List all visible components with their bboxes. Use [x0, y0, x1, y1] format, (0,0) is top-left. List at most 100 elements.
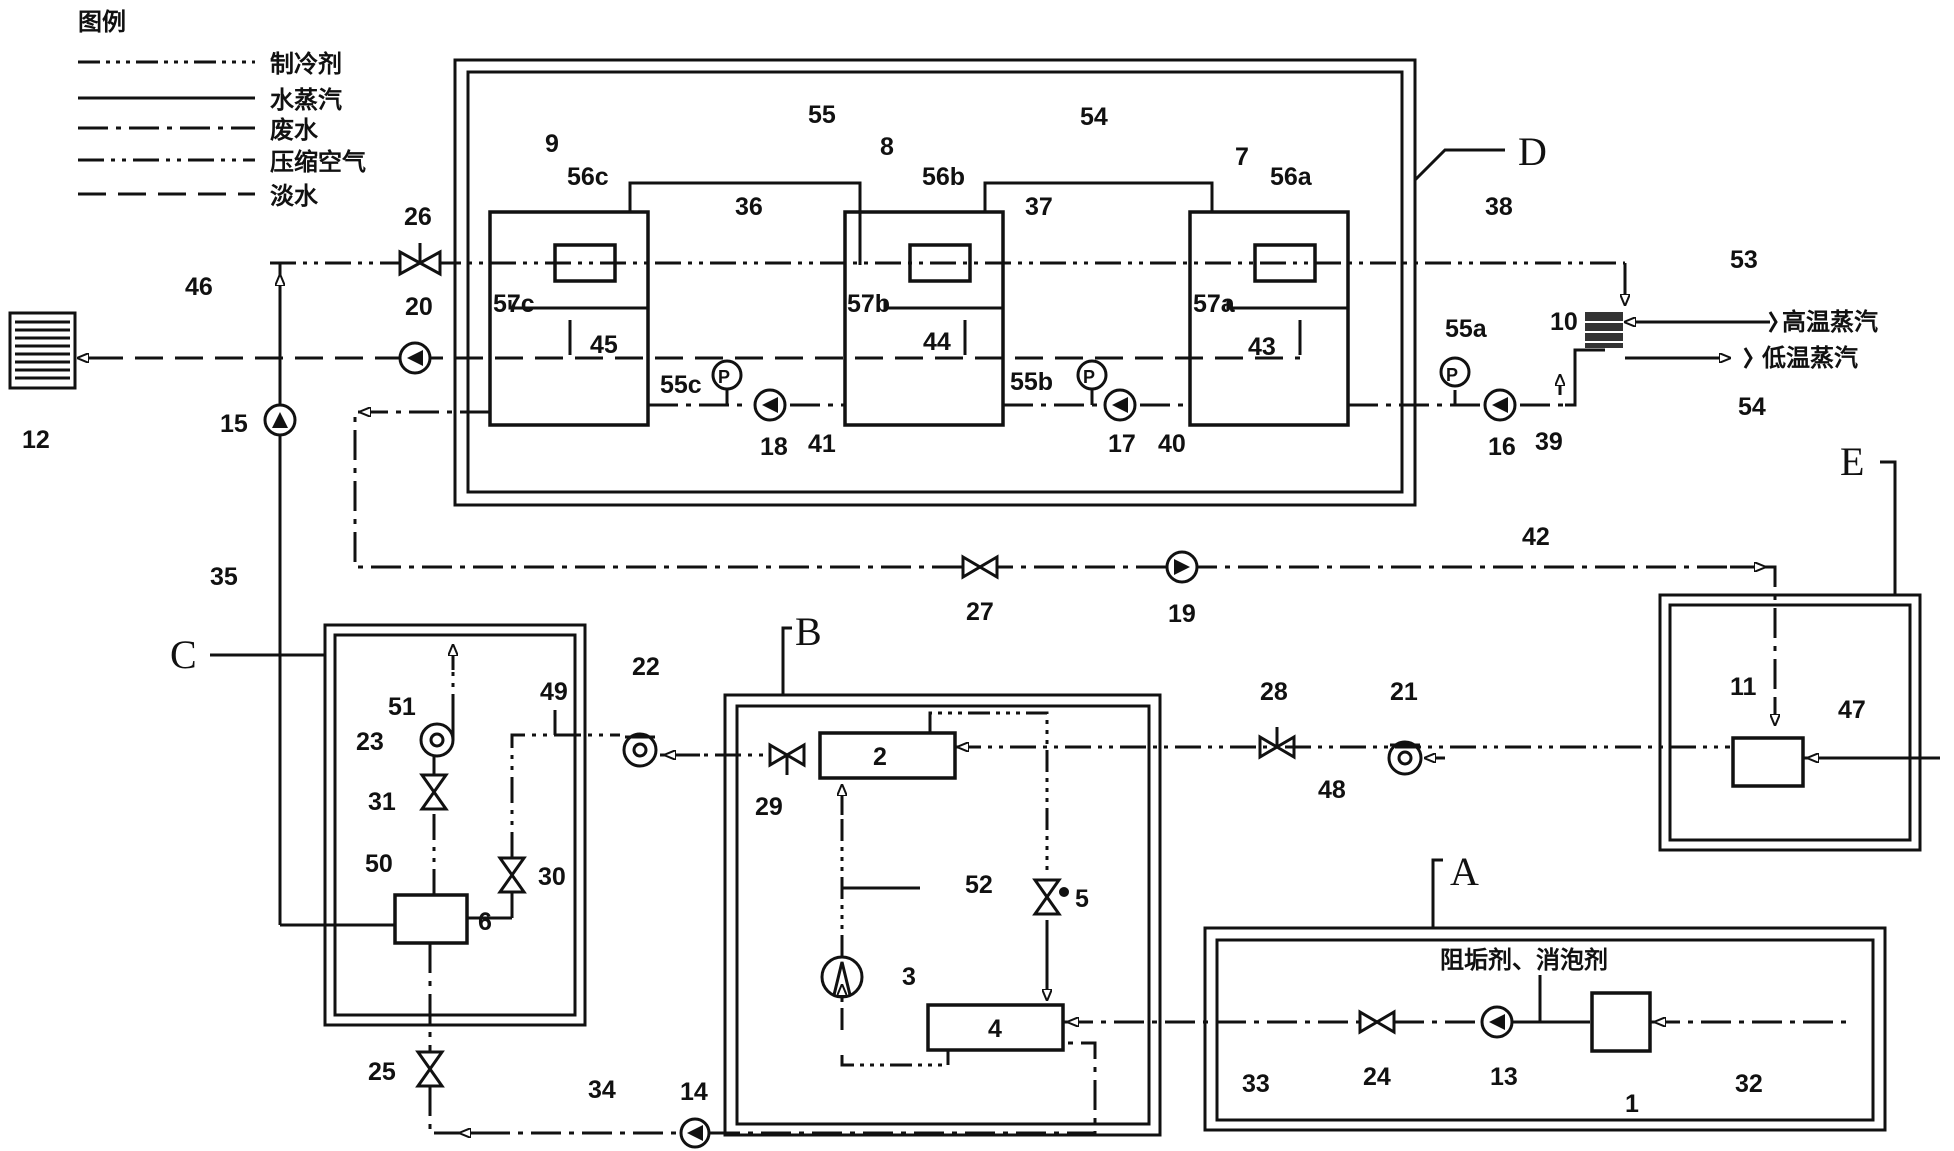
legend-label-compressed-air: 压缩空气	[270, 148, 366, 176]
valve-30[interactable]	[497, 856, 527, 894]
label-56a: 56a	[1270, 163, 1313, 191]
legend-label-refrigerant: 制冷剂	[270, 50, 342, 78]
label-9: 9	[545, 130, 559, 158]
label-33: 33	[1242, 1070, 1270, 1098]
label-42: 42	[1522, 523, 1550, 551]
label-45: 45	[590, 331, 618, 359]
pipe-refrigerant-bottom	[840, 1050, 950, 1067]
pump-15[interactable]	[263, 403, 297, 437]
valve-31[interactable]	[419, 773, 449, 811]
label-17: 17	[1108, 430, 1136, 458]
section-a-label: A	[1450, 849, 1479, 894]
gauge-55c: P	[711, 359, 743, 405]
pump-13[interactable]	[1480, 1005, 1514, 1039]
pump-17[interactable]	[1103, 388, 1137, 422]
label-28: 28	[1260, 678, 1288, 706]
pipe-55-top	[628, 181, 862, 265]
label-7: 7	[1235, 143, 1249, 171]
pump-19[interactable]	[1165, 550, 1199, 584]
tank-7	[1188, 210, 1350, 427]
pipe-49	[510, 708, 557, 858]
valve-27[interactable]	[961, 554, 999, 580]
label-57a: 57a	[1193, 290, 1236, 318]
section-b-frame: B	[723, 609, 1162, 1137]
label-47: 47	[1838, 696, 1866, 724]
label-20: 20	[405, 293, 433, 321]
section-a-frame: A	[1203, 849, 1887, 1132]
section-d-label: D	[1518, 129, 1547, 174]
unit-11	[1731, 736, 1805, 788]
label-56c: 56c	[567, 163, 609, 191]
pump-18[interactable]	[753, 388, 787, 422]
valve-24[interactable]	[1358, 1009, 1396, 1035]
pump-16[interactable]	[1483, 388, 1517, 422]
blower-21[interactable]	[1387, 740, 1423, 776]
tank-12-stripes	[15, 320, 70, 380]
svg-text:P: P	[1446, 365, 1458, 385]
label-25: 25	[368, 1058, 396, 1086]
label-50: 50	[365, 850, 393, 878]
valve-5[interactable]	[1032, 878, 1069, 916]
legend-title: 图例	[78, 8, 126, 36]
label-48: 48	[1318, 776, 1346, 804]
valve-25[interactable]	[415, 1050, 445, 1088]
label-54-right: 54	[1738, 393, 1766, 421]
label-13: 13	[1490, 1063, 1518, 1091]
label-54-top: 54	[1080, 103, 1108, 131]
valve-29[interactable]	[768, 742, 806, 775]
label-57c: 57c	[493, 290, 535, 318]
section-c-frame: C	[170, 623, 587, 1027]
svg-text:P: P	[718, 367, 730, 387]
pipe-34	[428, 1086, 460, 1135]
label-30: 30	[538, 863, 566, 891]
label-10: 10	[1550, 308, 1578, 336]
label-19: 19	[1168, 600, 1196, 628]
legend: 图例 制冷剂 水蒸汽 废水 压缩空气 淡水	[78, 8, 366, 210]
label-46: 46	[185, 273, 213, 301]
label-37: 37	[1025, 193, 1053, 221]
label-6: 6	[478, 908, 492, 936]
svg-text:P: P	[1083, 367, 1095, 387]
label-21: 21	[1390, 678, 1418, 706]
valve-26[interactable]	[398, 243, 442, 277]
pipe-refrigerant-right	[928, 711, 1049, 870]
pipe-42	[353, 410, 1730, 569]
pump-14[interactable]	[679, 1117, 711, 1149]
label-29: 29	[755, 793, 783, 821]
blower-22[interactable]	[622, 732, 658, 768]
label-1: 1	[1625, 1090, 1639, 1118]
label-51: 51	[388, 693, 416, 721]
label-44: 44	[923, 328, 951, 356]
label-36: 36	[735, 193, 763, 221]
label-3: 3	[902, 963, 916, 991]
label-11: 11	[1730, 673, 1757, 701]
label-43: 43	[1248, 333, 1276, 361]
tank-1	[1590, 991, 1652, 1053]
section-d-frame: D	[453, 58, 1547, 507]
label-41: 41	[808, 430, 836, 458]
label-57b: 57b	[847, 290, 890, 318]
label-35: 35	[210, 563, 238, 591]
label-16: 16	[1488, 433, 1516, 461]
label-27: 27	[966, 598, 994, 626]
label-31: 31	[368, 788, 396, 816]
low-temp-steam-label: 低温蒸汽	[1761, 344, 1858, 372]
additive-label: 阻垢剂、消泡剂	[1440, 946, 1608, 974]
label-18: 18	[760, 433, 788, 461]
label-55b: 55b	[1010, 368, 1053, 396]
label-52: 52	[965, 871, 993, 899]
pipe-54-top	[983, 181, 1214, 212]
label-4: 4	[988, 1015, 1002, 1043]
label-34: 34	[588, 1076, 616, 1104]
blower-23[interactable]	[419, 720, 455, 758]
valve-28[interactable]	[1258, 727, 1296, 760]
pump-20[interactable]	[398, 341, 432, 375]
label-5: 5	[1075, 885, 1089, 913]
label-24: 24	[1363, 1063, 1391, 1091]
pipe-39	[1565, 348, 1605, 407]
label-23: 23	[356, 728, 384, 756]
label-14: 14	[680, 1078, 708, 1106]
condenser-2	[818, 731, 957, 780]
